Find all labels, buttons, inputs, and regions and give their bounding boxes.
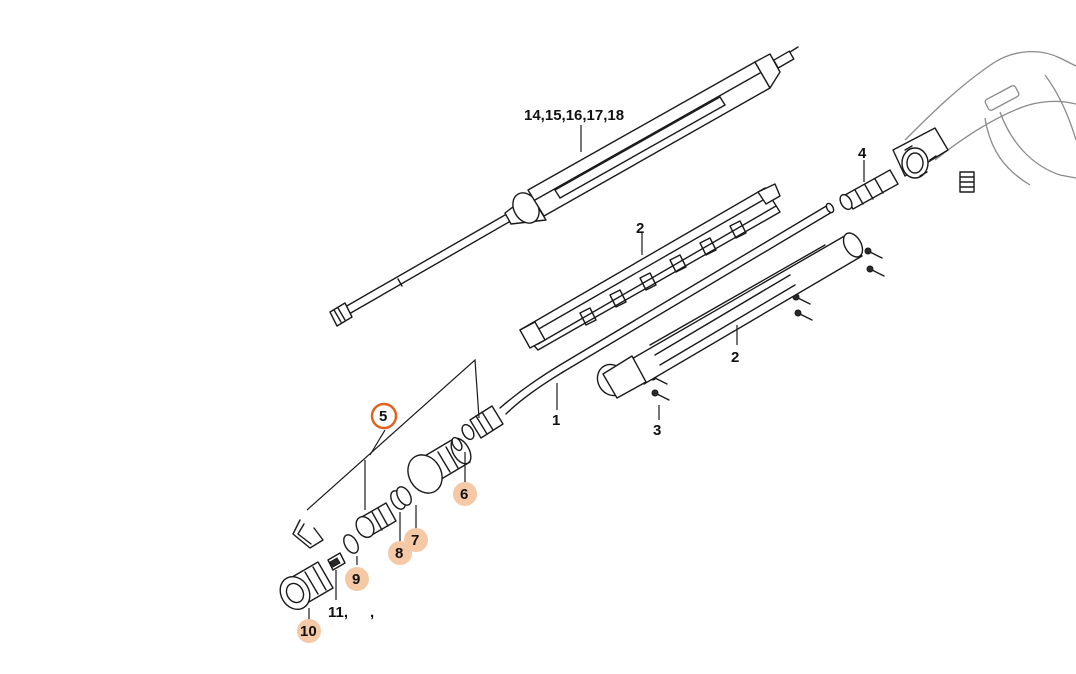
callout-quick-coupling[interactable]: 4 xyxy=(858,145,867,162)
callout-nozzle-kit-label: 5 xyxy=(379,408,387,425)
callout-o-ring-8-label: 8 xyxy=(395,545,403,562)
half-shell-lower xyxy=(596,232,864,399)
callout-spray-tube[interactable]: 1 xyxy=(552,412,560,429)
callout-half-shell-upper[interactable]: 2 xyxy=(636,220,644,237)
callout-o-ring-6-label: 6 xyxy=(460,486,468,503)
callout-labels: 14,15,16,17,18 2 4 2 1 3 5 6 7 8 9 10 xyxy=(297,107,867,643)
nozzle-tip xyxy=(327,552,346,600)
callout-cap-7[interactable]: 7 xyxy=(404,528,428,552)
spray-tube xyxy=(461,202,835,441)
callout-cap-7-label: 7 xyxy=(411,532,419,549)
callout-half-shell-lower[interactable]: 2 xyxy=(731,349,739,366)
spray-rod-kit xyxy=(329,46,799,327)
callout-nut-10[interactable]: 10 xyxy=(297,619,321,643)
callout-o-ring-6[interactable]: 6 xyxy=(453,482,477,506)
callout-rod-kit[interactable]: 14,15,16,17,18 xyxy=(524,107,624,124)
trigger-gun xyxy=(892,50,1076,193)
callout-trailing-mark: , xyxy=(370,604,374,621)
nozzle-kit-bracket xyxy=(306,358,480,511)
o-rings xyxy=(343,436,466,565)
callout-nozzle-11[interactable]: 11, xyxy=(328,604,348,621)
callout-o-ring-9[interactable]: 9 xyxy=(345,567,369,591)
half-shell-upper xyxy=(519,183,781,351)
retaining-clip xyxy=(292,519,324,549)
callout-screws[interactable]: 3 xyxy=(653,422,661,439)
callout-o-ring-9-label: 9 xyxy=(352,571,360,588)
quick-coupling xyxy=(839,160,899,211)
callout-nut-10-label: 10 xyxy=(300,623,317,640)
callout-nozzle-kit-selected[interactable]: 5 xyxy=(370,402,398,430)
nozzle-insert xyxy=(355,502,397,539)
nozzle-nut xyxy=(279,561,334,620)
callout-o-ring-8[interactable]: 8 xyxy=(388,541,412,565)
